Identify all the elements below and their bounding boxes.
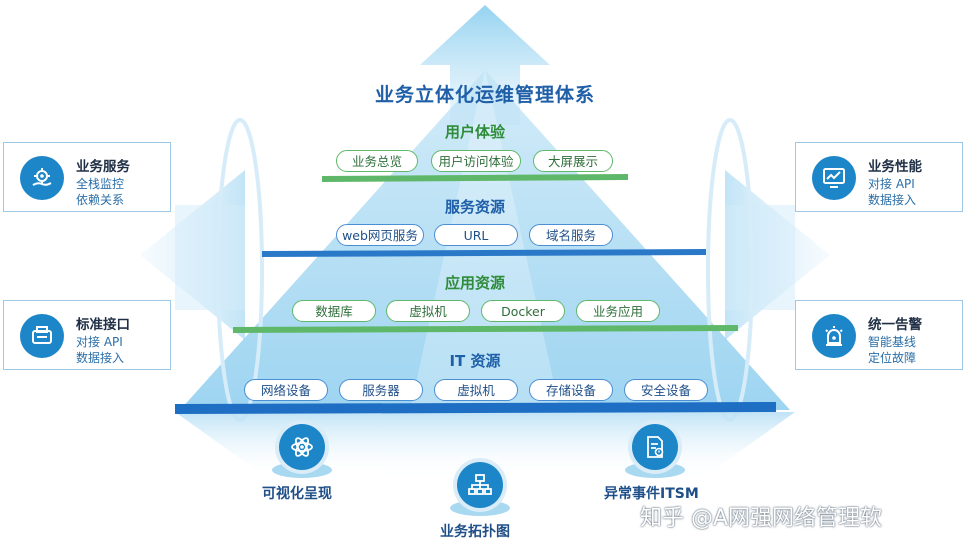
pill-url: URL bbox=[434, 224, 518, 246]
layer-title-user-experience: 用户体验 bbox=[444, 123, 505, 141]
diagram-title: 业务立体化运维管理体系 bbox=[374, 84, 595, 106]
card-line: 定位故障 bbox=[868, 351, 917, 365]
watermark: 知乎 @A网强网络管理软 bbox=[640, 506, 883, 531]
card-line: 对接 API bbox=[76, 335, 123, 349]
pedestal-right bbox=[625, 462, 685, 478]
pill-database: 数据库 bbox=[292, 300, 376, 322]
pill-domain-service: 域名服务 bbox=[529, 224, 613, 246]
card-line: 对接 API bbox=[868, 177, 915, 191]
layer-title-service-resources: 服务资源 bbox=[444, 198, 505, 216]
card-title: 业务性能 bbox=[868, 159, 922, 175]
pill-big-screen: 大屏展示 bbox=[533, 150, 613, 172]
card-line: 全栈监控 bbox=[76, 177, 125, 191]
pill-it-virtual-machine: 虚拟机 bbox=[434, 379, 518, 401]
topology-icon bbox=[457, 462, 503, 508]
card-line: 数据接入 bbox=[868, 193, 917, 207]
label-anomaly-itsm: 异常事件ITSM bbox=[604, 486, 699, 502]
card-title: 统一告警 bbox=[868, 317, 922, 333]
right-arrow-notch bbox=[725, 205, 795, 310]
atom-icon bbox=[279, 424, 325, 470]
card-business-performance: 业务性能 对接 API 数据接入 bbox=[795, 142, 963, 212]
monitor-chart-icon bbox=[812, 156, 856, 200]
pill-docker: Docker bbox=[481, 300, 565, 322]
gear-hand-icon bbox=[20, 156, 64, 200]
left-arrow-notch bbox=[175, 205, 245, 310]
pill-storage-device: 存储设备 bbox=[529, 379, 613, 401]
layer-title-it-resources: IT 资源 bbox=[449, 352, 501, 370]
pill-virtual-machine: 虚拟机 bbox=[386, 300, 470, 322]
bar-app-resources bbox=[233, 325, 738, 333]
label-visualization: 可视化呈现 bbox=[262, 486, 332, 502]
api-interface-icon bbox=[20, 314, 64, 358]
pedestal-left bbox=[272, 462, 332, 478]
document-alert-icon bbox=[632, 424, 678, 470]
card-standard-interface: 标准接口 对接 API 数据接入 bbox=[3, 300, 171, 370]
pill-server: 服务器 bbox=[339, 379, 423, 401]
layer-title-app-resources: 应用资源 bbox=[444, 274, 505, 292]
card-title: 标准接口 bbox=[76, 317, 130, 333]
pill-security-device: 安全设备 bbox=[624, 379, 708, 401]
pill-web-service: web网页服务 bbox=[336, 224, 424, 246]
card-line: 依赖关系 bbox=[76, 193, 125, 207]
card-business-service: 业务服务 全栈监控 依赖关系 bbox=[3, 142, 171, 212]
card-line: 数据接入 bbox=[76, 351, 125, 365]
up-arrow-shape bbox=[420, 5, 550, 125]
pill-business-app: 业务应用 bbox=[576, 300, 660, 322]
bar-service-resources bbox=[262, 249, 706, 257]
pill-business-overview: 业务总览 bbox=[336, 150, 418, 172]
pill-network-device: 网络设备 bbox=[244, 379, 328, 401]
card-title: 业务服务 bbox=[76, 159, 130, 175]
pill-user-access-experience: 用户访问体验 bbox=[431, 150, 521, 172]
card-line: 智能基线 bbox=[868, 335, 917, 349]
bar-it-resources bbox=[175, 402, 776, 414]
card-unified-alarm: 统一告警 智能基线 定位故障 bbox=[795, 300, 963, 370]
label-business-topology: 业务拓扑图 bbox=[440, 524, 510, 540]
alarm-light-icon bbox=[812, 314, 856, 358]
pedestal-middle bbox=[450, 500, 510, 516]
bar-user-experience bbox=[322, 174, 628, 182]
